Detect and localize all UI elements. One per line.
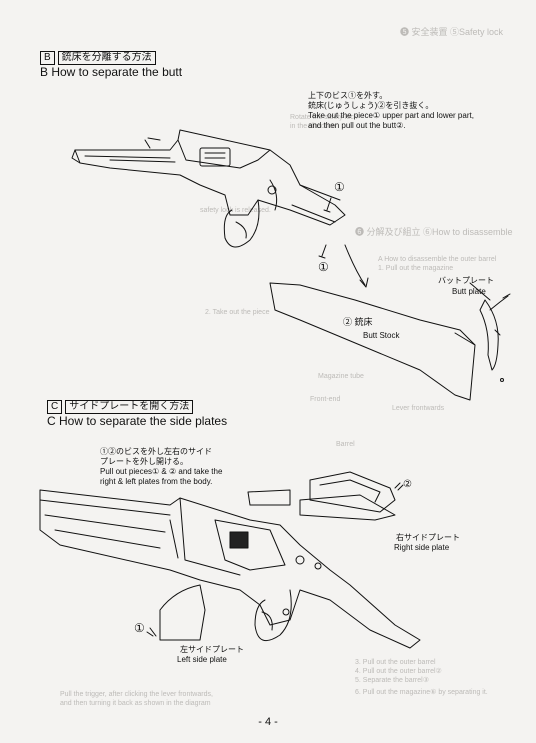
right-side-plate [299,471,396,521]
butt-plate [469,282,511,382]
bleed-through-line: A How to disassemble the outer barrel [378,256,497,263]
bleed-through-heading-mid: ❻ 分解及び組立 ⑥How to disassemble [355,227,513,237]
bleed-through-line: 1. Pull out the magazine [378,265,454,272]
callout-1-left: ① [134,621,145,635]
rifle-illustration-c [39,489,421,649]
section-b-title-jp: 銃床を分離する方法 [57,51,156,65]
screw-icon [394,482,404,491]
bleed-through-line: 5. Separate the barrel③ [355,677,429,684]
bleed-through-line: Magazine tube [318,373,364,380]
left-plate-label-en: Left side plate [177,655,227,664]
section-b-letter: B [40,51,55,65]
butt-stock [269,282,476,401]
butt-plate-label-en: Butt plate [452,287,486,296]
section-c-instructions: ①②のビスを外し左右のサイド プレートを外し開ける。 Pull out piec… [100,447,222,487]
bleed-through-line: 2. Take out the piece [205,309,270,316]
section-c-title-jp: サイドプレートを開く方法 [65,400,194,414]
instruction-en-line: Take out the piece① upper part and lower… [308,111,474,120]
bleed-through-line: in the direction [290,123,336,130]
bleed-through-line: Barrel [336,441,355,448]
section-b-instructions: 上下のビス①を外す。 銃床(じゅうしょう)②を引き抜く。 Take out th… [308,91,474,131]
section-b-title-en: B How to separate the butt [40,65,183,79]
instruction-jp-line: ①②のビスを外し左右のサイド [100,447,212,456]
page-number: - 4 - [258,716,278,728]
butt-stock-label-jp: ② 銃床 [343,317,373,327]
bleed-through-line: Lever frontwards [392,405,445,412]
left-side-plate [159,584,206,641]
bleed-through-line: Front-end [310,396,341,403]
right-plate-label-en: Right side plate [394,543,450,552]
right-plate-label-jp: 右サイドプレート [396,533,460,542]
section-c-letter: C [47,400,63,414]
butt-plate-label-jp: バットプレート [438,276,494,285]
small-plate [247,489,291,506]
bleed-through-line: Pull the trigger, after clicking the lev… [60,691,213,698]
screw-icon [146,627,157,637]
bleed-through-line: and then turning it back as shown in the… [60,700,211,707]
callout-1-lower: ① [318,260,329,274]
section-c-title-en: C How to separate the side plates [47,414,228,428]
instruction-en-line: Pull out pieces① & ② and take the [100,467,223,476]
bleed-through-line: 4. Pull out the outer barrel② [355,668,442,675]
instruction-jp-line: 上下のビス①を外す。 [308,91,388,100]
left-plate-label-jp: 左サイドプレート [180,645,244,654]
bleed-through-line: Rotate the safety lock [290,114,358,121]
screw-icon [318,197,332,259]
bleed-through-line: safety lock is released. [200,207,271,214]
bleed-through-line: 3. Pull out the outer barrel [355,659,436,666]
arrow-head-icon [359,277,369,288]
rifle-illustration-b [71,129,346,248]
bleed-through-heading-top: ❺ 安全装置 ⑤Safety lock [400,27,504,37]
instruction-en-line: and then pull out the butt②. [308,121,406,130]
bleed-through-line: 6. Pull out the magazine⑥ by separating … [355,689,488,696]
arrow-icon [344,244,366,286]
instruction-en-line: right & left plates from the body. [100,477,213,486]
butt-stock-label-en: Butt Stock [363,331,400,340]
instruction-jp-line: 銃床(じゅうしょう)②を引き抜く。 [308,101,434,110]
instruction-jp-line: プレートを外し開ける。 [100,457,188,466]
callout-2: ② [403,479,412,490]
callout-1-upper: ① [334,180,345,194]
